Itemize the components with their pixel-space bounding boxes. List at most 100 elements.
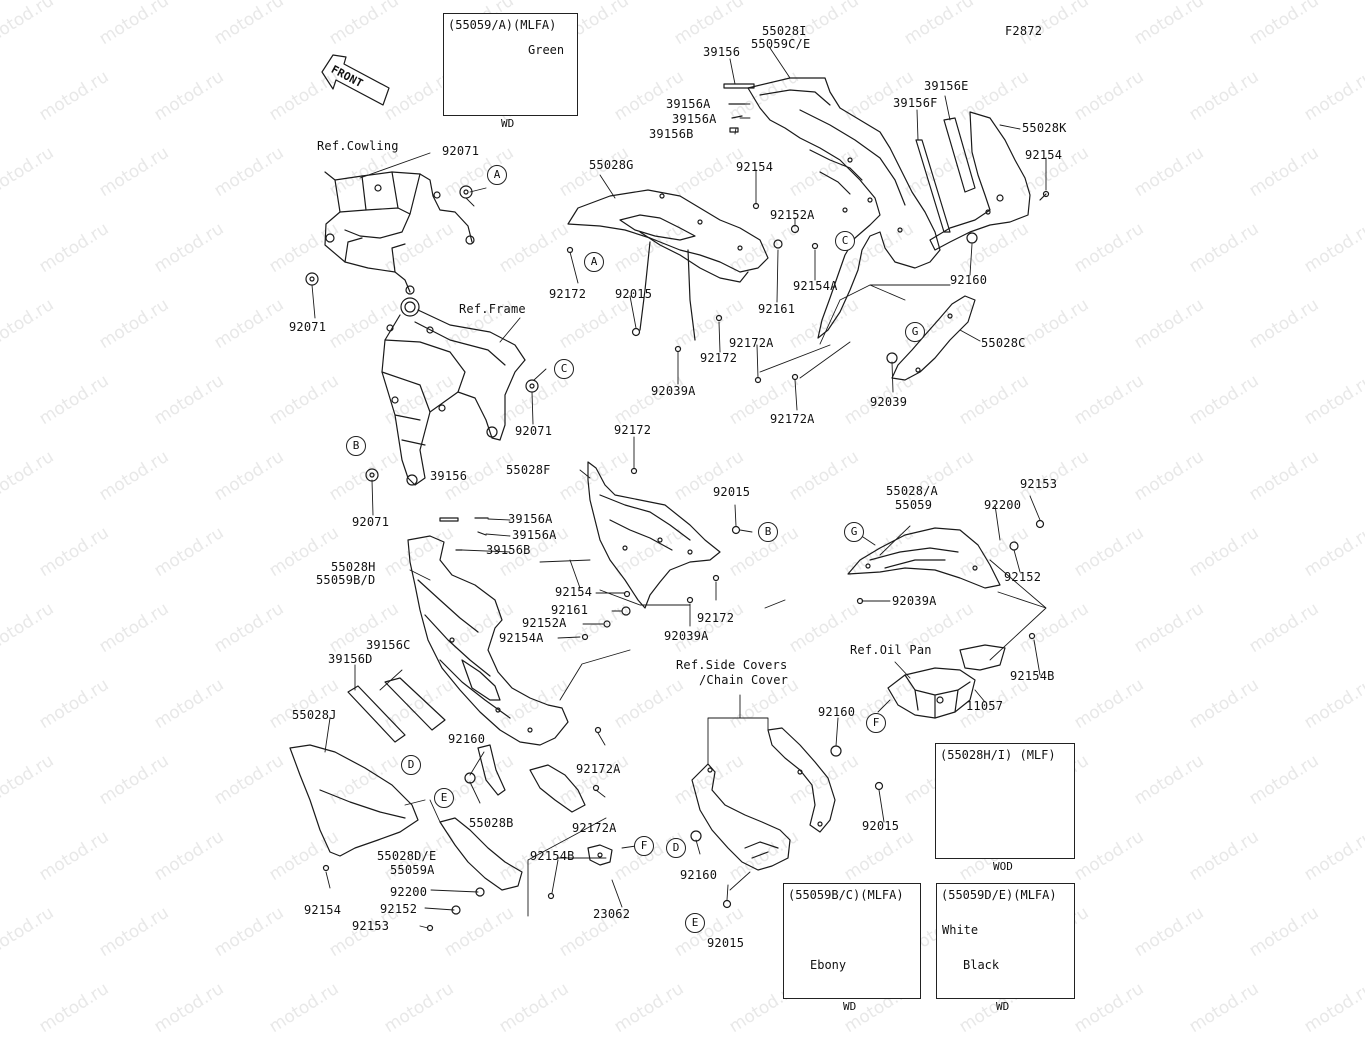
part-label: 92015 xyxy=(862,819,900,833)
part-label: 92015 xyxy=(707,936,745,950)
part-label: 23062 xyxy=(593,907,631,921)
part-label: 92154A xyxy=(499,631,544,645)
inset-color: White xyxy=(942,923,979,937)
callout-circle: F xyxy=(634,836,654,856)
part-label: 55028H xyxy=(331,560,376,574)
callout-circle: D xyxy=(666,838,686,858)
part-label: 92172A xyxy=(770,412,815,426)
part-label: 92172 xyxy=(549,287,587,301)
part-label: 55028/A xyxy=(886,484,938,498)
inset-footer: WD xyxy=(996,1000,1010,1013)
callout-circle: C xyxy=(835,231,855,251)
leader-lines xyxy=(311,47,1047,929)
part-label: 92154B xyxy=(1010,669,1055,683)
part-label: 39156B xyxy=(486,543,531,557)
inset-footer: WD xyxy=(843,1000,857,1013)
part-label: 55028C xyxy=(981,336,1026,350)
callout-circle: E xyxy=(434,788,454,808)
part-label: 92071 xyxy=(289,320,327,334)
part-label: 92154 xyxy=(736,160,774,174)
inset-box-mlf xyxy=(935,743,1075,859)
frame-drawing xyxy=(381,297,526,486)
ref-cowling-label: Ref.Cowling xyxy=(317,139,399,153)
inset-color: Green xyxy=(528,43,565,57)
side-panel-c-drawing xyxy=(891,295,976,381)
part-label: 92152 xyxy=(1004,570,1042,584)
part-label: 39156C xyxy=(366,638,411,652)
part-label: 55059C/E xyxy=(751,37,811,51)
bracket-b-drawing xyxy=(477,744,586,813)
part-label: 11057 xyxy=(966,699,1004,713)
front-arrow-icon xyxy=(321,54,390,106)
part-label: 55059 xyxy=(895,498,933,512)
part-label: 92071 xyxy=(442,144,480,158)
part-label: 55028G xyxy=(589,158,634,172)
part-label: 55028B xyxy=(469,816,514,830)
part-label: 92160 xyxy=(448,732,486,746)
cowling-stay-drawing xyxy=(324,171,475,295)
part-label: 92039A xyxy=(651,384,696,398)
part-label: 92172A xyxy=(729,336,774,350)
ref-chain-cover-label: /Chain Cover xyxy=(699,673,789,687)
part-label: 55028J xyxy=(292,708,337,722)
inset-footer: WOD xyxy=(993,860,1013,873)
part-label: 55028D/E xyxy=(377,849,437,863)
part-label: 92161 xyxy=(758,302,796,316)
part-label: 92015 xyxy=(713,485,751,499)
under-cowl-d-drawing xyxy=(439,817,523,891)
callout-circle: A xyxy=(487,165,507,185)
part-label: 92172A xyxy=(572,821,617,835)
part-label: 55028F xyxy=(506,463,551,477)
inset-box-mlfa-ebony xyxy=(783,883,921,999)
strips-drawing xyxy=(347,677,446,743)
callout-circle: C xyxy=(554,359,574,379)
part-label: 39156A xyxy=(666,97,711,111)
ref-side-covers-label: Ref.Side Covers xyxy=(676,658,788,672)
upper-cowl-drawing xyxy=(747,77,941,339)
part-label: 39156A xyxy=(508,512,553,526)
part-label: 92039A xyxy=(892,594,937,608)
callout-circle: F xyxy=(866,713,886,733)
side-panel-k-drawing xyxy=(929,111,1031,251)
callout-circle: B xyxy=(346,436,366,456)
part-label: 92200 xyxy=(390,885,428,899)
side-cover-a-drawing xyxy=(847,527,1001,589)
inset-box-mlfa-white-black xyxy=(936,883,1075,999)
part-label: 92039A xyxy=(664,629,709,643)
part-label: 92154 xyxy=(555,585,593,599)
ref-frame-label: Ref.Frame xyxy=(459,302,526,316)
inset-footer: WD xyxy=(501,117,515,130)
grommets-drawing xyxy=(305,185,539,482)
part-label: 39156B xyxy=(649,127,694,141)
part-label: 39156 xyxy=(430,469,468,483)
inset-color: Black xyxy=(963,958,1000,972)
part-label: 55028I xyxy=(762,24,807,38)
inset-color: Ebony xyxy=(810,958,847,972)
part-label: 92200 xyxy=(984,498,1022,512)
part-label: 39156A xyxy=(672,112,717,126)
part-label: 92172 xyxy=(697,611,735,625)
callout-circle: G xyxy=(905,322,925,342)
part-label: 92172A xyxy=(576,762,621,776)
part-label: 39156A xyxy=(512,528,557,542)
inner-upper-cowl-drawing xyxy=(567,189,769,341)
part-label: 92152A xyxy=(770,208,815,222)
part-label: 39156D xyxy=(328,652,373,666)
inset-box-mlfa-green xyxy=(443,13,578,116)
part-label: 92152A xyxy=(522,616,567,630)
part-label: 92154A xyxy=(793,279,838,293)
part-label: 55028K xyxy=(1022,121,1067,135)
part-label: 92153 xyxy=(1020,477,1058,491)
part-label: 92071 xyxy=(352,515,390,529)
side-cover-lower-drawing xyxy=(691,727,836,871)
part-label: 92172 xyxy=(700,351,738,365)
part-label: 92154B xyxy=(530,849,575,863)
inset-title: (55059B/C)(MLFA) xyxy=(788,888,904,902)
callout-circle: B xyxy=(758,522,778,542)
lower-cowl-h-drawing xyxy=(407,535,569,746)
inset-title: (55028H/I) (MLF) xyxy=(940,748,1056,762)
part-label: 92152 xyxy=(380,902,418,916)
diagram-code: F2872 xyxy=(1005,24,1043,38)
part-label: 92039 xyxy=(870,395,908,409)
